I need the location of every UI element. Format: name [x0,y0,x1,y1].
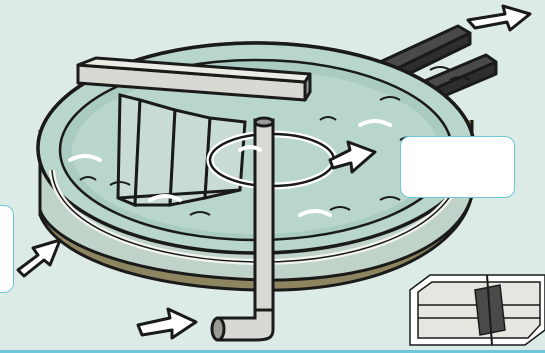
flow-arrow-icon [468,6,530,30]
flow-arrow-icon [138,309,196,338]
rectangular-tank-thumbnail-icon [410,275,545,345]
callout-box-left [0,205,14,293]
flow-arrow-icon [18,240,60,276]
callout-box-right [400,136,515,198]
